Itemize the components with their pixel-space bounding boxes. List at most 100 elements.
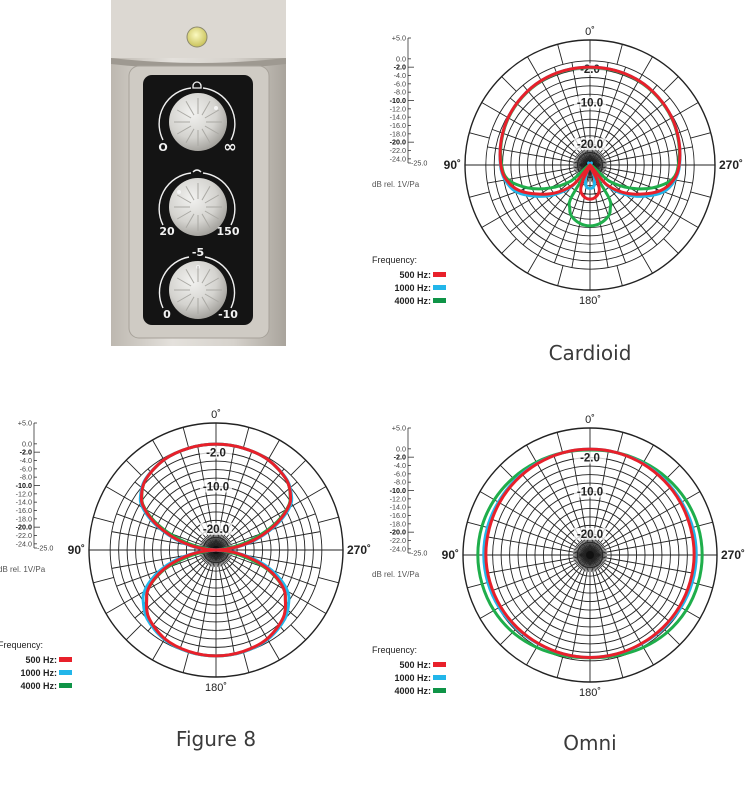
scale-unit-label: dB rel. 1V/Pa: [372, 570, 420, 579]
grid-spoke: [485, 536, 591, 556]
ring-label: -2.0: [580, 453, 600, 465]
scale-tick-label: -8.0: [394, 88, 406, 97]
scale-tick-label: 0.0: [396, 54, 406, 63]
grid-spoke: [147, 468, 217, 551]
grid-spoke: [215, 481, 298, 551]
grid-spoke-outer: [501, 76, 517, 92]
grid-spoke: [134, 549, 217, 619]
scale-tick-label: 0.0: [396, 444, 406, 453]
series-500-hz: [498, 65, 682, 201]
grid-spoke: [134, 481, 217, 551]
grid-spoke: [589, 518, 690, 556]
legend-label: 4000 Hz:: [20, 681, 57, 691]
microphone-controls-photo: O ∞ 20 150 -5 0 -10: [111, 0, 286, 346]
grid-spoke: [589, 554, 627, 655]
grid-spoke-outer: [556, 657, 564, 678]
grid-spoke: [589, 473, 659, 556]
grid-spoke: [521, 554, 591, 637]
pattern-figure8-label: ∞: [223, 137, 236, 156]
knob-ridge: [185, 213, 195, 229]
scale-tick-label: -8.0: [20, 473, 32, 482]
grid-spoke: [589, 164, 681, 218]
grid-spoke: [571, 164, 591, 268]
grid-spoke: [490, 518, 591, 556]
grid-spoke-outer: [307, 602, 327, 614]
scale-tick-label: 0.0: [22, 439, 32, 448]
scale-tick-label: -24.0: [390, 154, 406, 163]
series-500-hz: [139, 442, 293, 658]
low-cut-filter-knob[interactable]: [169, 178, 227, 236]
grid-spoke-outer: [479, 607, 499, 619]
polar-chart-omni: -2.0-10.0-20.00˚180˚90˚270˚+5.00.0-2.0-4…: [372, 414, 745, 755]
angle-label-270: 270˚: [719, 158, 743, 172]
grid-spoke-outer: [481, 102, 501, 114]
grid-spoke: [521, 473, 591, 556]
ring-label: -10.0: [577, 98, 603, 110]
scale-tick-label: -6.0: [394, 79, 406, 88]
scale-tick-label: -16.0: [16, 506, 32, 515]
pattern-knob[interactable]: [169, 93, 227, 151]
scale-tick-label: -12.0: [390, 494, 406, 503]
scale-tick-label: +5.0: [392, 424, 406, 433]
knob-ridge: [185, 128, 195, 144]
scale-unit-label: dB rel. 1V/Pa: [372, 180, 420, 189]
led-indicator: [186, 26, 208, 48]
scale-tick-label: +5.0: [18, 419, 32, 428]
ring-label-bg: [574, 138, 606, 151]
legend-swatch: [433, 298, 446, 303]
grid-spoke-outer: [663, 238, 679, 254]
scale-tick-label: -14.0: [16, 498, 32, 507]
polar-chart-figure-8: -2.0-10.0-20.00˚180˚90˚270˚+5.00.0-2.0-4…: [0, 409, 371, 751]
grid-spoke-outer: [616, 432, 624, 453]
grid-spoke-outer: [125, 459, 142, 476]
grid-spoke-outer: [182, 427, 190, 448]
grid-spoke-outer: [692, 521, 713, 529]
grid-spoke-outer: [557, 44, 564, 65]
knob-ridge: [204, 293, 220, 303]
filter-20-label: 20: [159, 225, 175, 238]
ring-label: -20.0: [203, 524, 229, 536]
grid-spoke-outer: [556, 432, 564, 453]
scale-tick-label: -22.0: [390, 146, 406, 155]
filter-150-label: 150: [217, 225, 240, 238]
grid-spoke-outer: [152, 439, 164, 459]
chart-caption: Omni: [563, 731, 616, 755]
legend-swatch: [59, 670, 72, 675]
grid-spoke-outer: [616, 657, 624, 678]
grid-spoke-outer: [182, 652, 190, 673]
ring-label-bg: [200, 522, 232, 535]
grid-spoke: [589, 554, 609, 660]
grid-spoke-outer: [469, 191, 490, 198]
knob-ridge: [176, 109, 192, 119]
scale-tick-label: -6.0: [20, 464, 32, 473]
knob-ridge: [185, 268, 195, 284]
grid-spoke: [589, 501, 682, 556]
grid-spoke-outer: [501, 238, 517, 254]
pattern-omni-label: O: [158, 141, 167, 154]
legend-label: 500 Hz:: [399, 660, 431, 670]
grid-spoke: [508, 486, 591, 556]
grid-spoke: [215, 549, 235, 655]
legend-label: 500 Hz:: [399, 270, 431, 280]
grid-spoke: [589, 536, 695, 556]
grid-spoke: [215, 549, 308, 604]
scale-tick-label: -10.0: [390, 96, 406, 105]
scale-tick-label: -2.0: [394, 453, 406, 462]
grid-spoke: [487, 146, 591, 166]
angle-label-270: 270˚: [347, 543, 371, 557]
grid-spoke-outer: [616, 265, 623, 286]
grid-spoke-outer: [467, 581, 488, 589]
grid-spoke-outer: [105, 602, 125, 614]
knob-ridge: [201, 268, 211, 284]
knob-ridge: [176, 293, 192, 303]
grid-spoke: [215, 496, 308, 551]
scale-tick-label: -18.0: [390, 519, 406, 528]
grid-spoke-outer: [681, 607, 701, 619]
grid-spoke-outer: [469, 132, 490, 139]
knob-ridge: [201, 100, 211, 116]
grid-spoke-outer: [242, 427, 250, 448]
chart-caption: Figure 8: [176, 727, 256, 751]
scale-min-label: -25.0: [411, 549, 427, 558]
knob-ridge: [176, 125, 192, 135]
angle-label-90: 90˚: [68, 543, 85, 557]
